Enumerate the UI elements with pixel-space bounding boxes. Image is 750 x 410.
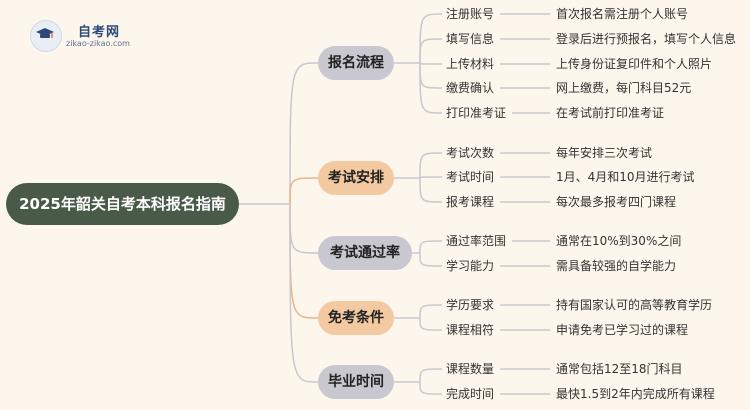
leaf-value: 持有国家认可的高等教育学历 <box>556 298 713 312</box>
leaf-key: 上传材料 <box>446 57 495 71</box>
leaf-connector <box>419 176 443 179</box>
branch-connector <box>289 203 319 383</box>
leaf-key: 学习能力 <box>446 259 495 273</box>
leaf-connector <box>419 177 443 203</box>
graduation-cap-icon <box>36 28 54 38</box>
leaf-value: 最快1.5到2年内完成所有课程 <box>556 387 715 401</box>
site-logo: 自考网 zikao-zikao.com <box>30 18 160 52</box>
logo-emblem <box>30 20 62 52</box>
leaf-key: 课程数量 <box>446 362 495 376</box>
branch-node: 免考条件 <box>318 301 394 335</box>
leaf-key: 填写信息 <box>446 32 495 46</box>
leaf-value: 网上缴费，每门科目52元 <box>556 81 692 95</box>
leaf-key: 缴费确认 <box>446 81 495 95</box>
branch-node: 毕业时间 <box>318 365 394 399</box>
branch-connector <box>289 177 319 205</box>
leaf-value: 上传身份证复印件和个人照片 <box>556 57 713 71</box>
leaf-connector <box>419 317 443 331</box>
leaf-value: 1月、4月和10月进行考试 <box>556 170 695 184</box>
leaf-value: 每年安排三次考试 <box>556 146 653 160</box>
leaf-connector <box>419 368 443 383</box>
leaf-key: 完成时间 <box>446 387 495 401</box>
leaf-key: 通过率范围 <box>446 234 507 248</box>
leaf-key: 打印准考证 <box>446 106 507 120</box>
branch-connector <box>289 203 319 254</box>
leaf-connector <box>419 240 443 254</box>
logo-title: 自考网 <box>78 25 121 40</box>
leaf-value: 需具备较强的自学能力 <box>556 259 677 273</box>
leaf-connector <box>419 304 443 319</box>
branch-node: 考试安排 <box>318 161 394 195</box>
branch-connector <box>289 62 319 205</box>
leaf-key: 考试时间 <box>446 170 495 184</box>
leaf-connector <box>419 252 443 267</box>
leaf-key: 学历要求 <box>446 298 495 312</box>
leaf-key: 报考课程 <box>446 195 495 209</box>
leaf-value: 每次最多报考四门课程 <box>556 195 677 209</box>
leaf-key: 课程相符 <box>446 323 495 337</box>
branch-connector <box>289 203 319 319</box>
leaf-connector <box>419 62 443 114</box>
root-node: 2025年韶关自考本科报名指南 <box>6 183 239 225</box>
leaf-value: 首次报名需注册个人账号 <box>556 7 689 21</box>
leaf-value: 通常在10%到30%之间 <box>556 234 682 248</box>
branch-node: 报名流程 <box>318 46 394 80</box>
leaf-connector <box>419 38 443 64</box>
leaf-value: 通常包括12至18门科目 <box>556 362 683 376</box>
leaf-connector <box>419 62 443 89</box>
logo-url: zikao-zikao.com <box>66 39 130 48</box>
leaf-value: 登录后进行预报名，填写个人信息 <box>556 32 737 46</box>
leaf-connector <box>419 152 443 179</box>
branch-node: 考试通过率 <box>318 236 412 270</box>
leaf-value: 在考试前打印准考证 <box>556 106 665 120</box>
leaf-connector <box>419 381 443 395</box>
leaf-key: 考试次数 <box>446 146 495 160</box>
leaf-value: 申请免考已学习过的课程 <box>556 323 689 337</box>
leaf-connector <box>419 62 443 65</box>
leaf-key: 注册账号 <box>446 7 495 21</box>
